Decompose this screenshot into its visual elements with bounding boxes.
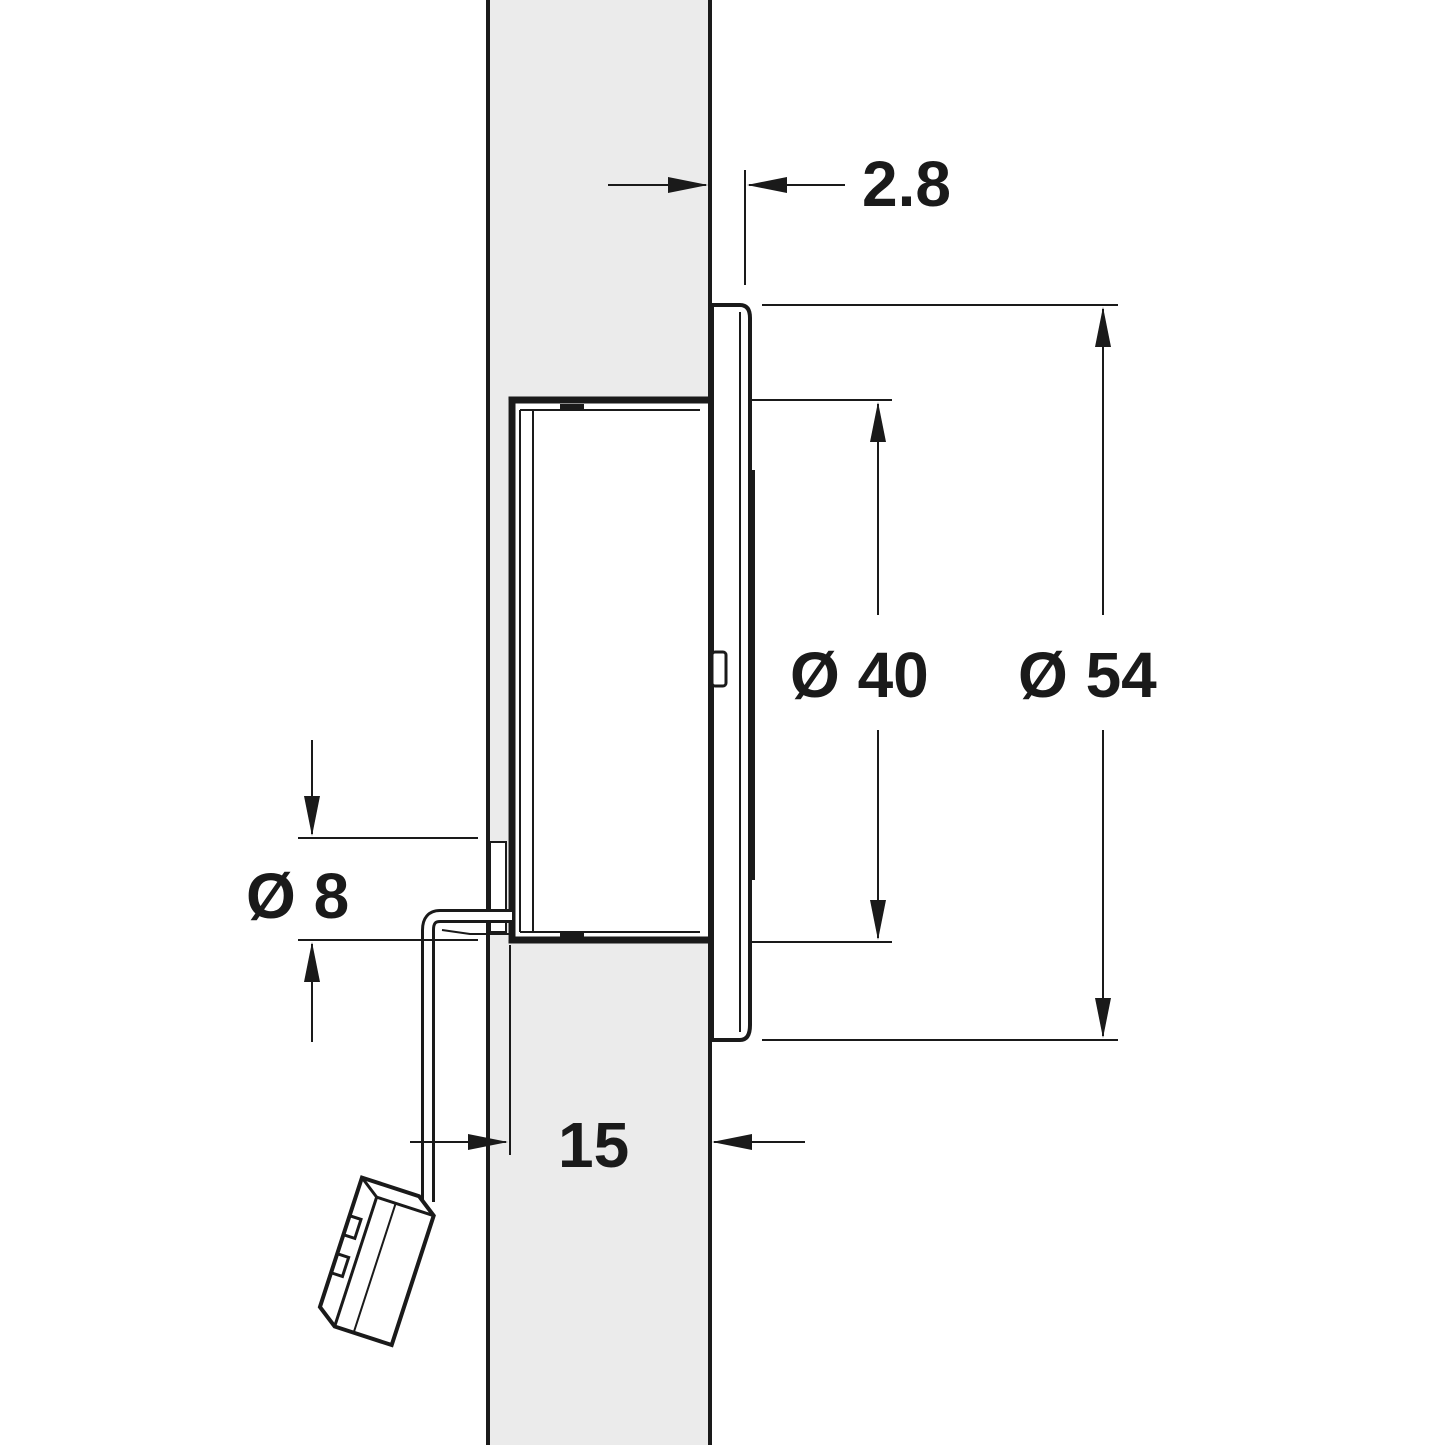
flange-cover <box>710 303 755 1042</box>
connector-edge-1 <box>360 1176 378 1199</box>
cable-inner <box>424 912 512 1202</box>
connector-rib <box>352 1203 397 1333</box>
dimension-outer-diameter: Ø 54 <box>762 304 1157 1041</box>
cable-wire-detail <box>441 929 512 935</box>
connector-edge-3 <box>333 1196 379 1327</box>
recess-cavity <box>508 400 708 940</box>
connector-latch-1 <box>342 1214 363 1241</box>
dimension-label-d54: Ø 54 <box>1018 639 1157 711</box>
dimension-label-d40: Ø 40 <box>790 639 929 711</box>
dimension-flange-thickness: 2.8 <box>608 148 951 285</box>
flange-notch <box>710 650 728 688</box>
dimension-label-d8: Ø 8 <box>246 860 349 932</box>
recess-outline <box>508 396 708 944</box>
dimension-label-2-8: 2.8 <box>862 148 951 220</box>
flange-lens-edge <box>749 470 755 880</box>
dimension-panel-thickness: 15 <box>410 945 805 1181</box>
clip-top <box>560 404 584 410</box>
dimension-inner-diameter: Ø 40 <box>750 399 929 943</box>
recess-housing <box>508 396 708 944</box>
dimension-cable-diameter: Ø 8 <box>246 740 478 1042</box>
dimension-label-15: 15 <box>558 1109 629 1181</box>
connector-edge-2 <box>376 1195 435 1218</box>
connector-plug <box>317 1175 436 1348</box>
clip-bottom <box>560 932 584 938</box>
connector-latch-2 <box>330 1252 351 1279</box>
cable <box>421 909 512 1202</box>
